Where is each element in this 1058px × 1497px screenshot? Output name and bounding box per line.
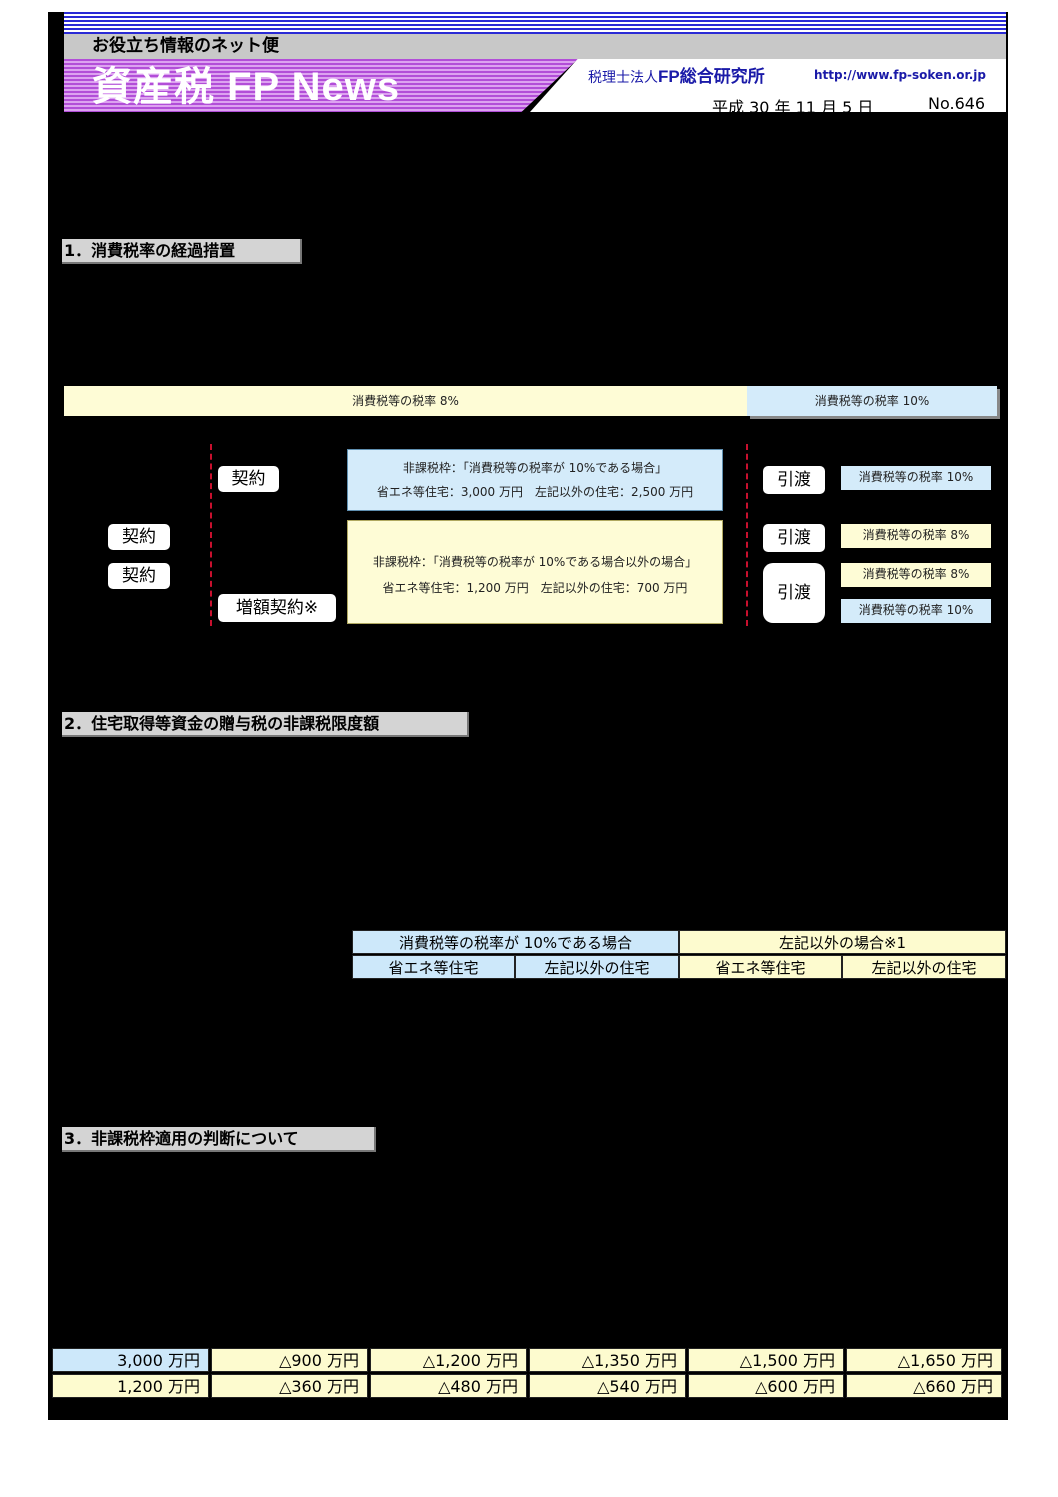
boundary-line-right (746, 444, 748, 626)
exemption-box-10-percent: 非課税枠：「消費税等の税率が 10%である場合」 省エネ等住宅：3,000 万円… (347, 449, 723, 511)
table-subheader: 左記以外の住宅 (515, 955, 679, 979)
rate-label: 消費税等の税率 8% (841, 524, 991, 548)
exemption-box-other: 非課税枠：「消費税等の税率が 10%である場合以外の場合」 省エネ等住宅：1,2… (347, 520, 723, 624)
delivery-badge: 引渡 (763, 563, 825, 623)
header-tagline: お役立ち情報のネット便 (64, 34, 1006, 59)
table-subheader: 左記以外の住宅 (842, 955, 1006, 979)
table-cell: △540 万円 (529, 1374, 686, 1398)
table-cell: △1,650 万円 (846, 1348, 1002, 1372)
header-stripes (64, 12, 1006, 34)
newsletter-title: 資産税 FP News (64, 59, 578, 112)
table-header-other: 左記以外の場合※1 (679, 930, 1006, 954)
rate-label: 消費税等の税率 8% (841, 563, 991, 587)
exemption-box-title: 非課税枠：「消費税等の税率が 10%である場合」 (402, 461, 668, 475)
section-heading-1: 1．消費税率の経過措置 (62, 239, 302, 264)
exemption-box-title: 非課税枠：「消費税等の税率が 10%である場合以外の場合」 (372, 555, 698, 569)
table-cell: △1,500 万円 (688, 1348, 844, 1372)
section-heading-2: 2．住宅取得等資金の贈与税の非課税限度額 (62, 712, 469, 737)
table-subheader: 省エネ等住宅 (679, 955, 842, 979)
table-cell: △1,200 万円 (370, 1348, 527, 1372)
issue-number: No.646 (928, 94, 986, 113)
rate-label: 消費税等の税率 10% (841, 599, 991, 623)
table-cell: △600 万円 (688, 1374, 844, 1398)
table-cell: 1,200 万円 (52, 1374, 209, 1398)
exemption-box-amounts: 省エネ等住宅：1,200 万円 左記以外の住宅：700 万円 (382, 581, 688, 595)
delivery-badge: 引渡 (763, 524, 825, 552)
header-info-panel (530, 59, 1006, 112)
firm-prefix: 税理士法人 (588, 70, 658, 86)
boundary-line-left (210, 444, 212, 626)
table-header-10-percent: 消費税等の税率が 10%である場合 (352, 930, 679, 954)
contract-badge: 契約 (108, 524, 170, 550)
table-cell: △900 万円 (211, 1348, 368, 1372)
firm-name-text: FP総合研究所 (658, 67, 765, 86)
timeline-period-10: 消費税等の税率 10% (747, 386, 997, 416)
issue-date: 平成 30 年 11 月 5 日 (712, 98, 874, 117)
table-cell: △1,350 万円 (529, 1348, 686, 1372)
table-subheader: 省エネ等住宅 (352, 955, 515, 979)
contract-badge: 契約 (218, 466, 279, 492)
timeline-period-8: 消費税等の税率 8% (64, 386, 747, 416)
exemption-box-amounts: 省エネ等住宅：3,000 万円 左記以外の住宅：2,500 万円 (376, 485, 694, 499)
website-link[interactable]: http://www.fp-soken.or.jp (814, 68, 987, 82)
table-cell: △480 万円 (370, 1374, 527, 1398)
table-cell: 3,000 万円 (52, 1348, 209, 1372)
increase-contract-badge: 増額契約※ (218, 594, 336, 622)
contract-badge: 契約 (108, 563, 170, 589)
table-cell: △660 万円 (846, 1374, 1002, 1398)
table-cell: △360 万円 (211, 1374, 368, 1398)
delivery-badge: 引渡 (763, 466, 825, 494)
firm-name: 税理士法人FP総合研究所 (588, 62, 765, 87)
section-heading-3: 3．非課税枠適用の判断について (62, 1127, 376, 1152)
rate-label: 消費税等の税率 10% (841, 466, 991, 490)
